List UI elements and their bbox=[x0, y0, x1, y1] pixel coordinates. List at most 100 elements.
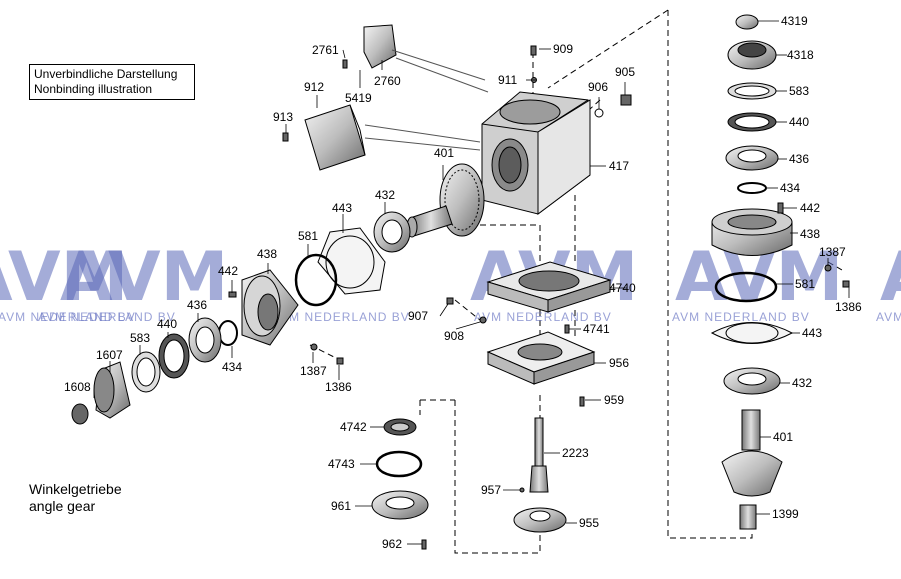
label-905: 905 bbox=[615, 65, 635, 79]
label-436-left: 436 bbox=[187, 298, 207, 312]
label-4318: 4318 bbox=[787, 48, 814, 62]
oring-4743 bbox=[375, 450, 423, 478]
caption-line-1: Winkelgetriebe bbox=[29, 481, 122, 497]
disclaimer-line-2: Nonbinding illustration bbox=[34, 82, 153, 96]
label-434-left: 434 bbox=[222, 360, 242, 374]
label-4740: 4740 bbox=[609, 281, 636, 295]
ring-434-right bbox=[737, 182, 767, 194]
label-401-left: 401 bbox=[434, 146, 454, 160]
label-955: 955 bbox=[579, 516, 599, 530]
label-438-left: 438 bbox=[257, 247, 277, 261]
caption-line-2: angle gear bbox=[29, 498, 96, 514]
label-913: 913 bbox=[273, 110, 293, 124]
ring-583-right bbox=[727, 82, 777, 100]
label-1607: 1607 bbox=[96, 348, 123, 362]
label-4319: 4319 bbox=[781, 14, 808, 28]
label-957: 957 bbox=[481, 483, 501, 497]
flange-961 bbox=[371, 490, 429, 520]
seal-4742 bbox=[383, 418, 417, 436]
label-432-left: 432 bbox=[375, 188, 395, 202]
label-432-right: 432 bbox=[792, 376, 812, 390]
label-5419: 5419 bbox=[345, 91, 372, 105]
guard-912 bbox=[304, 104, 481, 171]
watermark-logo-1: AVM bbox=[0, 238, 128, 317]
seal-440-right bbox=[727, 112, 777, 132]
disclaimer-line-1: Unverbindliche Darstellung bbox=[34, 67, 178, 81]
label-4741: 4741 bbox=[583, 322, 610, 336]
label-583-left: 583 bbox=[130, 331, 150, 345]
plate-956 bbox=[486, 331, 596, 385]
oring-581-right bbox=[714, 271, 778, 303]
label-4742: 4742 bbox=[340, 420, 367, 434]
watermark-text-2: AVM NEDERLAND BV bbox=[38, 310, 176, 324]
diagram-caption: Winkelgetriebe angle gear bbox=[29, 481, 122, 515]
watermark-logo-5: AVM bbox=[880, 238, 901, 317]
label-440-left: 440 bbox=[157, 317, 177, 331]
label-438-right: 438 bbox=[800, 227, 820, 241]
label-583-right: 583 bbox=[789, 84, 809, 98]
gear-955 bbox=[513, 507, 567, 533]
label-2223: 2223 bbox=[562, 446, 589, 460]
label-440-right: 440 bbox=[789, 115, 809, 129]
label-906: 906 bbox=[588, 80, 608, 94]
bearing-432-right bbox=[723, 367, 781, 395]
small-fasteners bbox=[228, 45, 850, 550]
watermark: AVM AVM AVM AVM AVM AVM NEDERLAND BV AVM… bbox=[0, 238, 901, 324]
label-962: 962 bbox=[382, 537, 402, 551]
label-912: 912 bbox=[304, 80, 324, 94]
label-2761: 2761 bbox=[312, 43, 339, 57]
watermark-text-3: AVM NEDERLAND BV bbox=[272, 310, 410, 324]
flange-438-right bbox=[711, 208, 793, 256]
disclaimer-box: Unverbindliche Darstellung Nonbinding il… bbox=[29, 64, 195, 100]
label-443-right: 443 bbox=[802, 326, 822, 340]
label-417: 417 bbox=[609, 159, 629, 173]
label-909: 909 bbox=[553, 42, 573, 56]
housing-417 bbox=[481, 91, 591, 215]
label-581-right: 581 bbox=[795, 277, 815, 291]
watermark-logo-2: AVM bbox=[60, 238, 228, 317]
oring-581-left bbox=[294, 253, 338, 307]
label-1399: 1399 bbox=[772, 507, 799, 521]
part-labels: 909 911 905 906 2761 2760 5419 912 913 4… bbox=[64, 14, 862, 551]
label-1387-right: 1387 bbox=[819, 245, 846, 259]
label-442-right: 442 bbox=[800, 201, 820, 215]
watermark-text-4: AVM NEDERLAND BV bbox=[474, 310, 612, 324]
cap-1607 bbox=[93, 361, 131, 419]
label-1386-right: 1386 bbox=[835, 300, 862, 314]
label-961: 961 bbox=[331, 499, 351, 513]
leader-lines bbox=[93, 20, 850, 545]
bevel-gear-401-right bbox=[721, 409, 783, 497]
watermark-text-6: AVM NEDERLAND BV bbox=[876, 310, 901, 324]
label-442-left: 442 bbox=[218, 264, 238, 278]
label-907: 907 bbox=[408, 309, 428, 323]
seal-440-left bbox=[158, 333, 190, 379]
label-436-right: 436 bbox=[789, 152, 809, 166]
bearing-432-left bbox=[373, 211, 411, 253]
label-434-right: 434 bbox=[780, 181, 800, 195]
label-959: 959 bbox=[604, 393, 624, 407]
label-401-right: 401 bbox=[773, 430, 793, 444]
ring-434-left bbox=[218, 320, 238, 346]
label-908: 908 bbox=[444, 329, 464, 343]
label-581-left: 581 bbox=[298, 229, 318, 243]
gasket-443-right bbox=[710, 322, 794, 344]
spacer-1399 bbox=[739, 504, 757, 530]
label-911: 911 bbox=[498, 73, 517, 87]
nut-4319 bbox=[735, 14, 759, 30]
shaft-2223 bbox=[529, 417, 549, 493]
bevel-gear-401-left bbox=[406, 163, 485, 238]
bearing-436-left bbox=[188, 317, 222, 363]
label-4743: 4743 bbox=[328, 457, 355, 471]
label-2760: 2760 bbox=[374, 74, 401, 88]
cap-4318 bbox=[727, 40, 777, 70]
plate-4740 bbox=[486, 261, 612, 313]
watermark-text-1: AVM NEDERLAND BV bbox=[0, 310, 136, 324]
label-956: 956 bbox=[609, 356, 629, 370]
label-1608: 1608 bbox=[64, 380, 91, 394]
guard-2760 bbox=[363, 24, 489, 93]
flange-438-left bbox=[241, 269, 299, 346]
label-1386-left: 1386 bbox=[325, 380, 352, 394]
plug-1608 bbox=[71, 403, 89, 425]
